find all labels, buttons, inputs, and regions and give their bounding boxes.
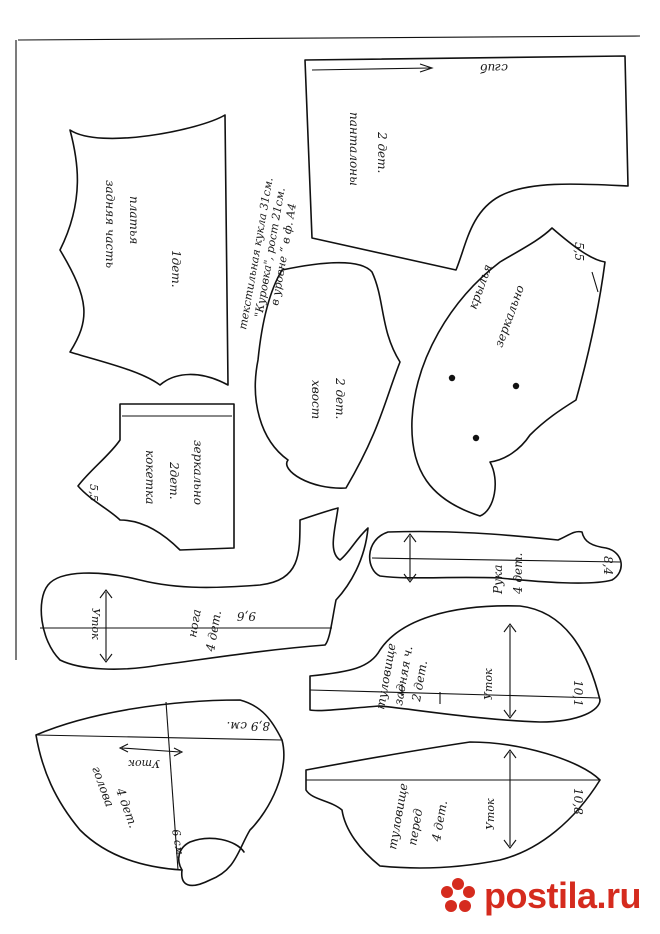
wings-note: зеркально [492,283,527,349]
head-count: 4 дет. [113,785,141,830]
leg-count: 4 дет. [203,609,224,653]
back-name-2: платья [127,196,141,244]
piece-head: 8,9 см. Уток голова 4 дет. 6 см. [35,699,285,887]
wings-name: крылья [466,262,495,311]
head-measure-top: 8,9 см. [227,719,270,733]
leg-measure: 9,6 [237,609,256,623]
arm-name: Рука [491,565,505,595]
leg-grain: Уток [89,608,102,640]
piece-back-of-dress: задняя часть платья 1дет. [59,114,229,386]
leg-name: нога [185,608,204,638]
head-measure-side: 6 см. [169,828,187,859]
jacket-name: кокетка [143,450,157,504]
piece-body-front: туловище перед 4 дет. Уток 10,8 [305,741,601,869]
body-front-name-2: перед [405,807,425,846]
postila-flower-logo-icon [441,878,475,912]
arm-count: 4 дет. [511,553,525,595]
body-back-measure: 10,1 [571,680,585,707]
body-front-count: 4 дет. [429,799,450,843]
pants-fold-label: сгиб [479,61,508,75]
piece-body-back: туловище задняя ч. 2 дет. Уток 10,1 [309,605,601,723]
body-front-measure: 10,8 [571,788,585,815]
arm-measure: 8,4 [601,556,615,575]
jacket-mark: 5,5 [87,484,100,502]
body-back-count: 2 дет. [409,659,430,703]
back-name: задняя часть [103,180,117,268]
piece-arm: Рука 4 дет. 8,4 [368,530,622,595]
piece-pants: сгиб панталоны 2 дет. [304,55,629,271]
piece-jacket: 5,5 кокетка 2дет. зеркально [77,403,235,551]
head-name: голова [89,764,117,809]
pants-count: 2 дет. [375,131,389,173]
tail-count: 2 дет. [333,377,347,419]
body-back-grain: Уток [482,668,495,700]
piece-leg: Уток нога 4 дет. 9,6 [40,507,369,670]
page-border-top [17,35,641,41]
back-count: 1дет. [169,250,183,288]
piece-wings: 5,5 крылья зеркально [411,227,606,517]
piece-tail: хвост 2 дет. [254,261,401,489]
tail-name: хвост [309,380,323,419]
body-front-grain: Уток [484,798,497,830]
wings-mark: 5,5 [572,242,586,261]
head-grain: Уток [128,757,160,770]
pants-name: панталоны [347,112,361,186]
jacket-count: 2дет. [167,461,181,500]
postila-watermark: postila.ru [438,872,648,920]
jacket-note: зеркально [191,440,205,505]
watermark-text: postila.ru [484,875,642,916]
